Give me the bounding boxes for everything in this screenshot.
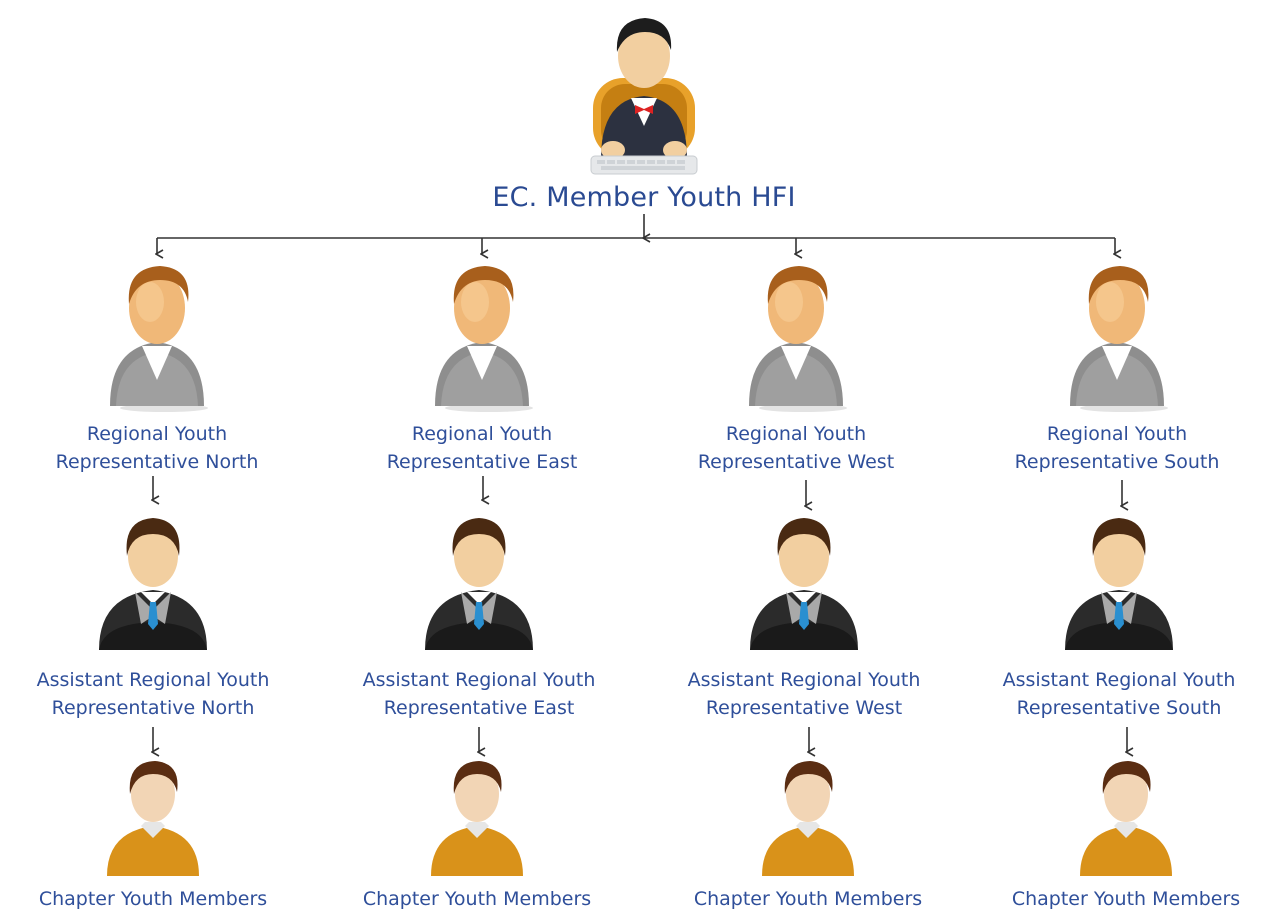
region-label-line1: Regional Youth <box>725 423 867 445</box>
region-label-line2: Representative South <box>1014 451 1220 473</box>
dark-suit-tie-person-icon <box>1065 518 1173 650</box>
grey-suit-person-icon <box>1070 266 1168 412</box>
dark-suit-tie-person-icon <box>750 518 858 650</box>
region-node-south: Regional Youth Representative South <box>967 262 1267 476</box>
assistant-node-east: Assistant Regional Youth Representative … <box>329 512 629 722</box>
assistant-label-line2: Representative East <box>383 697 575 719</box>
chapter-label: Chapter Youth Members <box>693 888 923 910</box>
region-label-line1: Regional Youth <box>411 423 553 445</box>
top-node-title: EC. Member Youth HFI <box>492 182 796 213</box>
chapter-node-north: Chapter Youth Members <box>3 758 303 910</box>
region-label-line2: Representative East <box>386 451 578 473</box>
assistant-label-line2: Representative West <box>705 697 903 719</box>
region-label-line1: Regional Youth <box>1046 423 1188 445</box>
region-label-line2: Representative North <box>55 451 259 473</box>
chapter-label: Chapter Youth Members <box>362 888 592 910</box>
region-label-line1: Regional Youth <box>86 423 228 445</box>
region-node-east: Regional Youth Representative East <box>332 262 632 476</box>
assistant-label-line1: Assistant Regional Youth <box>36 669 270 691</box>
executive-at-desk-icon <box>590 18 698 175</box>
grey-suit-person-icon <box>110 266 208 412</box>
assistant-label-line1: Assistant Regional Youth <box>362 669 596 691</box>
chapter-label: Chapter Youth Members <box>38 888 268 910</box>
region-node-west: Regional Youth Representative West <box>646 262 946 476</box>
assistant-label-line2: Representative South <box>1016 697 1222 719</box>
top-node: EC. Member Youth HFI <box>444 8 844 213</box>
chapter-node-east: Chapter Youth Members <box>327 758 627 910</box>
region-label-line2: Representative West <box>697 451 895 473</box>
grey-suit-person-icon <box>749 266 847 412</box>
assistant-node-west: Assistant Regional Youth Representative … <box>654 512 954 722</box>
assistant-label-line2: Representative North <box>51 697 255 719</box>
dark-suit-tie-person-icon <box>425 518 533 650</box>
grey-suit-person-icon <box>435 266 533 412</box>
orange-shirt-person-icon <box>1080 761 1172 876</box>
chapter-label: Chapter Youth Members <box>1011 888 1241 910</box>
assistant-node-north: Assistant Regional Youth Representative … <box>3 512 303 722</box>
assistant-node-south: Assistant Regional Youth Representative … <box>969 512 1269 722</box>
orange-shirt-person-icon <box>762 761 854 876</box>
dark-suit-tie-person-icon <box>99 518 207 650</box>
orange-shirt-person-icon <box>431 761 523 876</box>
assistant-label-line1: Assistant Regional Youth <box>1002 669 1236 691</box>
orange-shirt-person-icon <box>107 761 199 876</box>
region-node-north: Regional Youth Representative North <box>7 262 307 476</box>
chapter-node-south: Chapter Youth Members <box>976 758 1273 910</box>
assistant-label-line1: Assistant Regional Youth <box>687 669 921 691</box>
chapter-node-west: Chapter Youth Members <box>658 758 958 910</box>
